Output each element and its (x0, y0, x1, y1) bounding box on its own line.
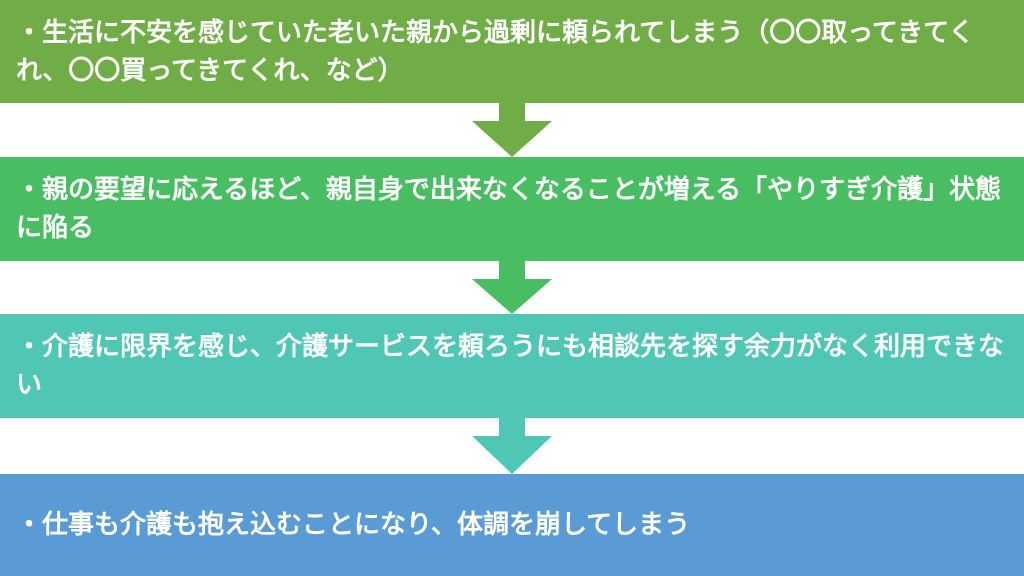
flow-step-3: ・介護に限界を感じ、介護サービスを頼ろうにも相談先を探す余力がなく利用できない (0, 314, 1024, 418)
arrow-2-stem (499, 261, 525, 279)
flow-step-1-text: ・生活に不安を感じていた老いた親から過剰に頼られてしまう（〇〇取ってきてくれ、〇… (16, 17, 975, 86)
arrow-1-stem (499, 103, 525, 121)
flow-step-2: ・親の要望に応えるほど、親自身で出来なくなることが増える「やりすぎ介護」状態に陥… (0, 157, 1024, 261)
flow-step-4-text: ・仕事も介護も抱え込むことになり、体調を崩してしまう (16, 510, 691, 540)
arrow-down-icon (472, 121, 552, 157)
flow-step-1: ・生活に不安を感じていた老いた親から過剰に頼られてしまう（〇〇取ってきてくれ、〇… (0, 0, 1024, 103)
arrow-down-icon (472, 279, 552, 314)
arrow-3-stem (499, 418, 525, 436)
flow-step-3-text: ・介護に限界を感じ、介護サービスを頼ろうにも相談先を探す余力がなく利用できない (16, 332, 1005, 400)
arrow-down-icon (472, 436, 552, 474)
flow-step-4: ・仕事も介護も抱え込むことになり、体調を崩してしまう (0, 474, 1024, 576)
flow-step-2-text: ・親の要望に応えるほど、親自身で出来なくなることが増える「やりすぎ介護」状態に陥… (16, 175, 1002, 243)
